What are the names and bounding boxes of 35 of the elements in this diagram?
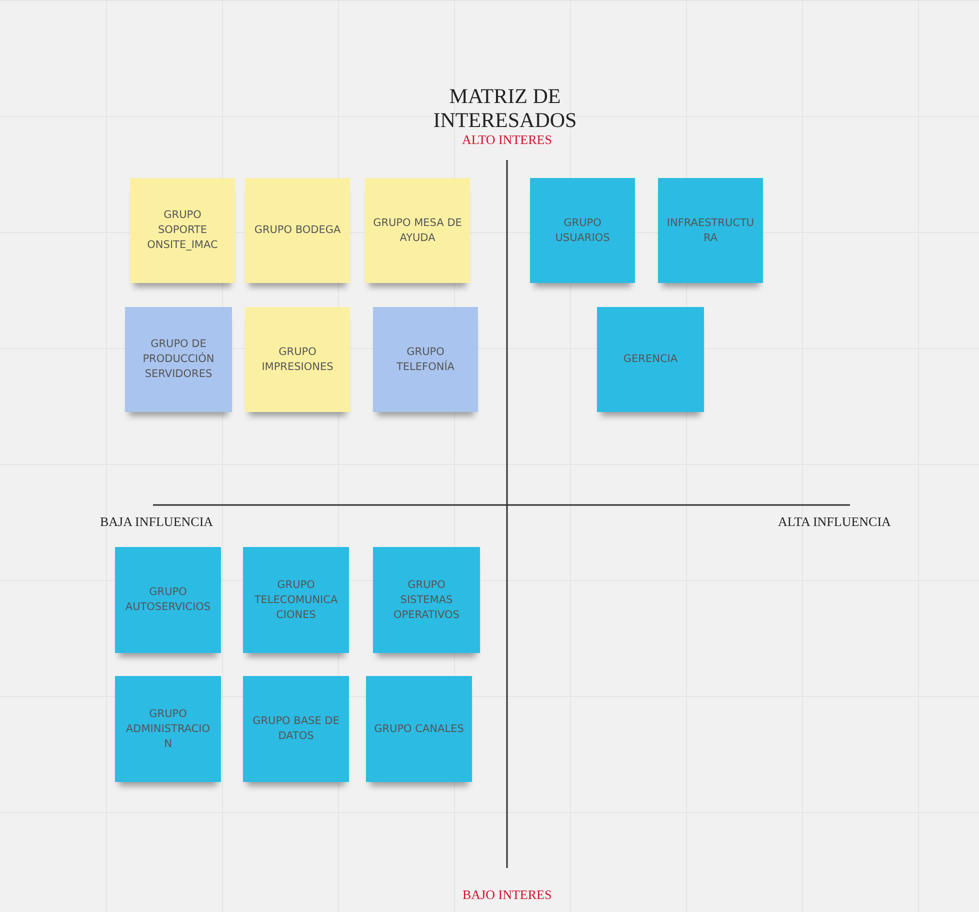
sticky-note <box>530 178 635 283</box>
note-text: GRUPO ADMINISTRACION <box>124 706 211 752</box>
sticky-note <box>365 178 470 283</box>
note-text: GRUPO DE PRODUCCIÓN SERVIDORES <box>142 337 216 382</box>
note-text: GRUPO AUTOSERVICIOS <box>124 585 212 615</box>
axis-label: BAJA INFLUENCIA <box>100 514 214 530</box>
note-text: GRUPO CANALES <box>374 722 464 736</box>
axis-label: ALTA INFLUENCIA <box>778 514 891 530</box>
sticky-note <box>373 307 478 412</box>
note-text: GRUPO BASE DE DATOS <box>252 714 340 744</box>
sticky-note <box>115 547 221 653</box>
axis-label: ALTO INTERES <box>462 132 552 148</box>
note-text: GRUPO USUARIOS <box>554 216 611 246</box>
sticky-note <box>115 676 221 782</box>
axis-label: BAJO INTERES <box>462 887 552 903</box>
sticky-note <box>245 178 350 283</box>
note-text: INFRAESTRUCTURA <box>666 216 755 246</box>
sticky-note <box>597 307 704 412</box>
sticky-note <box>658 178 763 283</box>
sticky-note <box>130 178 235 283</box>
note-text: GRUPO SISTEMAS OPERATIVOS <box>392 578 460 622</box>
sticky-note <box>366 676 472 782</box>
note-text: GRUPO BODEGA <box>254 223 341 238</box>
note-text: GRUPO IMPRESIONES <box>260 344 334 374</box>
sticky-note <box>373 547 480 653</box>
sticky-note <box>125 307 232 412</box>
note-text: GRUPO MESA DE AYUDA <box>373 216 462 246</box>
note-text: GERENCIA <box>623 352 678 367</box>
note-text: GRUPO SOPORTE ONSITE_IMAC <box>146 208 219 253</box>
sticky-note <box>243 676 349 782</box>
sticky-note <box>245 307 350 412</box>
note-text: GRUPO TELECOMUNICACIONES <box>253 578 339 622</box>
note-text: GRUPO TELEFONÍA <box>396 344 456 374</box>
sticky-note <box>243 547 349 653</box>
title: MATRIZ DE INTERESADOS <box>432 84 578 132</box>
